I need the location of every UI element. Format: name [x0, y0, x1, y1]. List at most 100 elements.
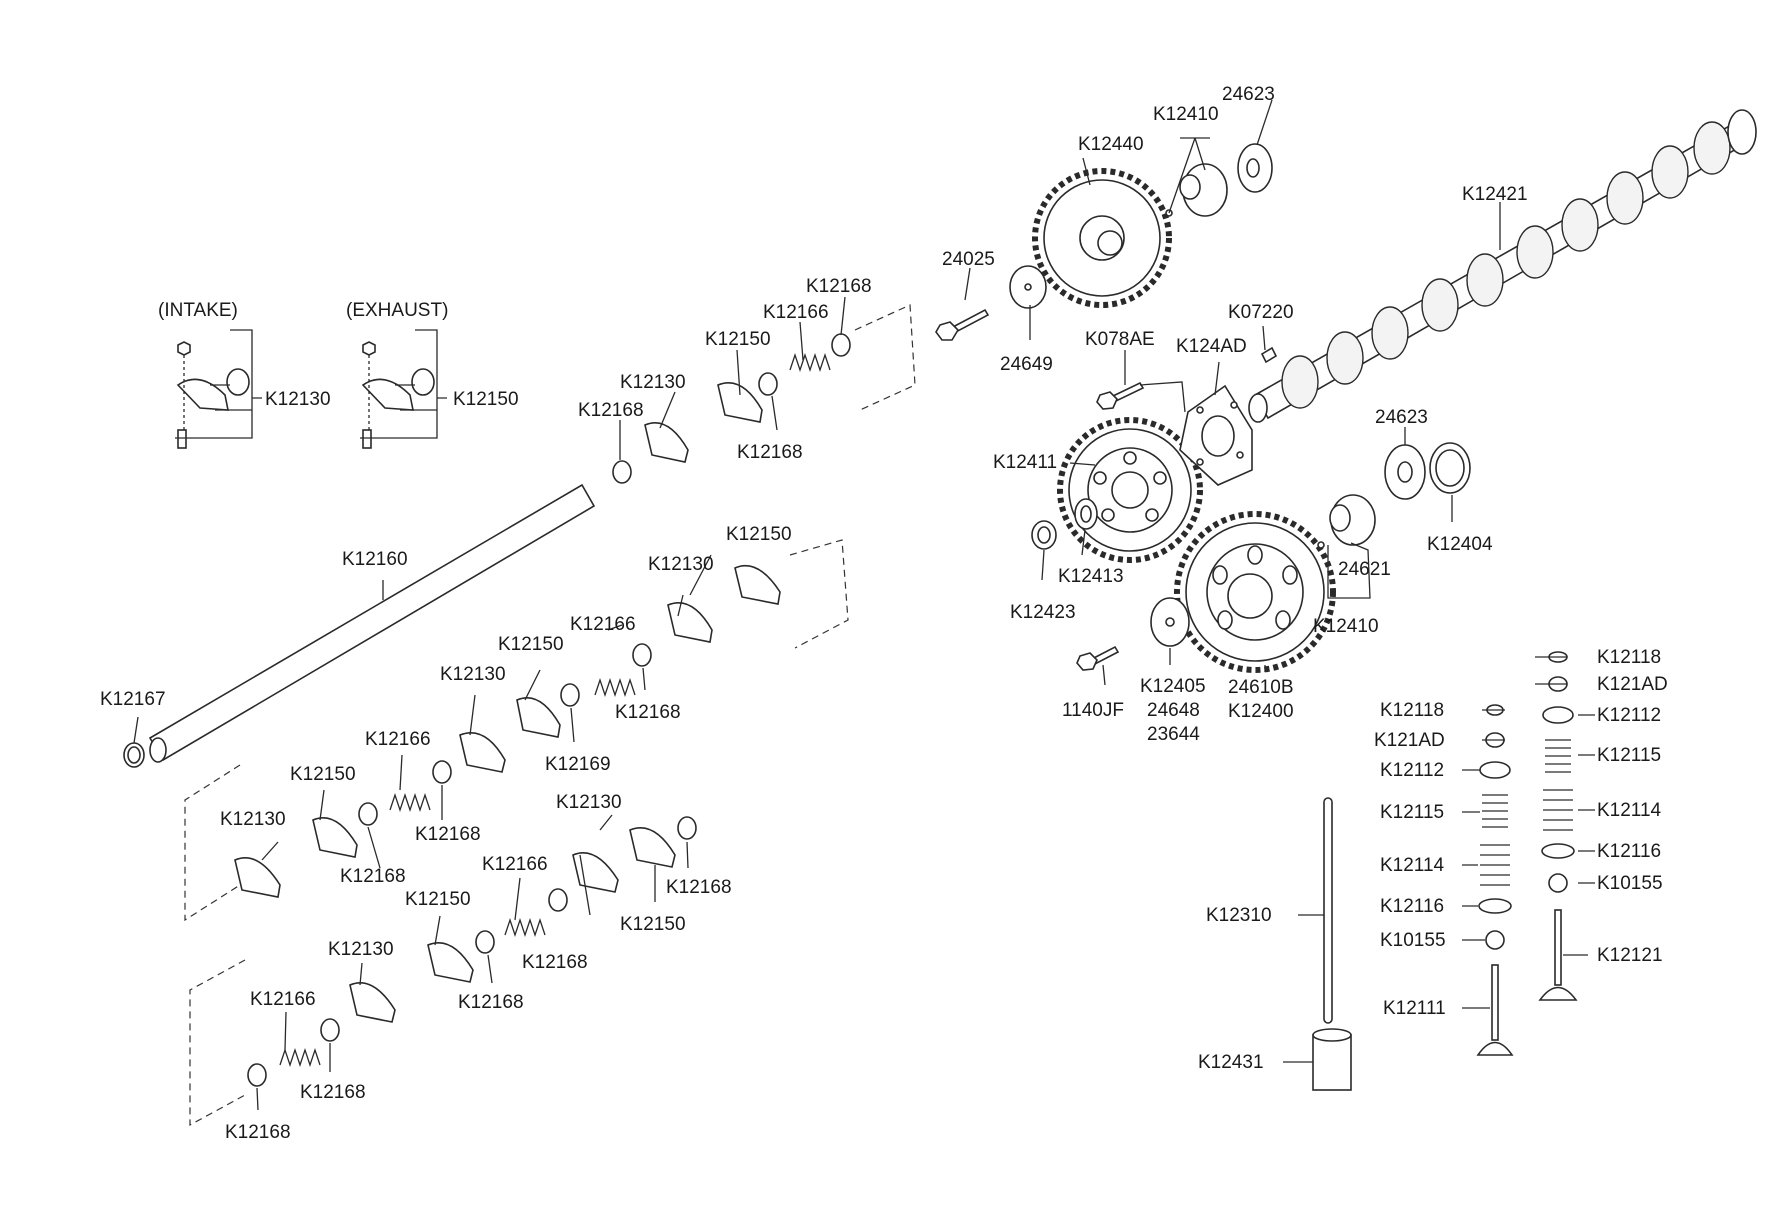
callout[interactable]: K12168 [806, 276, 872, 297]
callout[interactable]: K12121 [1597, 945, 1663, 966]
callout[interactable]: 24623 [1375, 407, 1428, 428]
callout[interactable]: K12111 [1383, 998, 1446, 1019]
push-rod-k12310[interactable] [1323, 797, 1333, 1024]
callout[interactable]: K12150 [498, 634, 564, 655]
callout[interactable]: K12114 [1597, 800, 1662, 821]
callout[interactable]: K12150 [620, 914, 686, 935]
spring[interactable] [594, 677, 636, 698]
ring[interactable] [247, 1063, 267, 1087]
spring[interactable] [389, 792, 431, 813]
callout[interactable]: K10155 [1597, 873, 1663, 894]
callout[interactable]: K12168 [300, 1082, 366, 1103]
thrust-plate-k124ad[interactable] [1179, 384, 1253, 486]
callout[interactable]: K10155 [1380, 930, 1446, 951]
callout[interactable]: K12150 [705, 329, 771, 350]
callout[interactable]: K12400 [1228, 701, 1294, 722]
hub-24621[interactable] [1317, 494, 1376, 549]
callout[interactable]: 23644 [1147, 724, 1200, 745]
ring[interactable] [560, 683, 580, 707]
callout[interactable]: K12166 [763, 302, 829, 323]
bolt-k078ae[interactable] [1096, 381, 1145, 410]
intake-rocker-detail[interactable] [176, 341, 250, 449]
washer-24623-lower[interactable] [1384, 444, 1426, 500]
ring[interactable] [548, 888, 568, 912]
callout[interactable]: K12130 [648, 554, 714, 575]
crank-gear-24610b[interactable] [1174, 511, 1336, 673]
callout[interactable]: K12440 [1078, 134, 1144, 155]
ring[interactable] [612, 460, 632, 484]
callout[interactable]: K12168 [415, 824, 481, 845]
rocker-arm[interactable] [734, 564, 781, 605]
rocker-arm[interactable] [717, 382, 763, 423]
rocker-arm[interactable] [349, 982, 396, 1023]
callout[interactable]: K12115 [1597, 745, 1661, 766]
washer-k12413[interactable] [1074, 498, 1098, 530]
callout[interactable]: K12166 [570, 614, 636, 635]
ring[interactable] [758, 372, 778, 396]
callout[interactable]: K12150 [290, 764, 356, 785]
callout[interactable]: K12112 [1380, 760, 1444, 781]
callout[interactable]: K12168 [666, 877, 732, 898]
callout[interactable]: K12405 [1140, 676, 1206, 697]
tappet-k12431[interactable] [1312, 1028, 1352, 1091]
callout[interactable]: K12169 [545, 754, 611, 775]
callout[interactable]: 24621 [1338, 559, 1391, 580]
callout[interactable]: K12168 [458, 992, 524, 1013]
callout[interactable]: K12130 [265, 389, 331, 410]
rocker-arm[interactable] [644, 422, 689, 463]
rocker-arm[interactable] [629, 827, 676, 868]
callout[interactable]: K121AD [1597, 674, 1668, 695]
spring[interactable] [279, 1047, 321, 1068]
callout[interactable]: 24610B [1228, 677, 1294, 698]
exhaust-rocker-detail[interactable] [361, 341, 435, 449]
callout[interactable]: 24649 [1000, 354, 1053, 375]
rocker-arm[interactable] [667, 602, 713, 643]
callout[interactable]: K12130 [328, 939, 394, 960]
rocker-arm[interactable] [572, 852, 619, 893]
callout[interactable]: K12168 [737, 442, 803, 463]
camshaft[interactable] [1248, 109, 1757, 423]
rocker-shaft-k12160[interactable] [148, 483, 596, 763]
callout[interactable]: K12150 [726, 524, 792, 545]
ring[interactable] [320, 1018, 340, 1042]
callout[interactable]: K12167 [100, 689, 166, 710]
callout[interactable]: K12116 [1380, 896, 1444, 917]
callout[interactable]: K12410 [1313, 616, 1379, 637]
bolt-24025[interactable] [935, 308, 990, 341]
callout[interactable]: K12130 [440, 664, 506, 685]
callout[interactable]: K12423 [1010, 602, 1076, 623]
callout[interactable]: 24648 [1147, 700, 1200, 721]
callout[interactable]: K12130 [556, 792, 622, 813]
callout[interactable]: K12166 [482, 854, 548, 875]
callout[interactable]: K12150 [453, 389, 519, 410]
callout[interactable]: K12116 [1597, 841, 1661, 862]
callout[interactable]: K12118 [1380, 700, 1444, 721]
callout[interactable]: K12168 [340, 866, 406, 887]
callout[interactable]: 24025 [942, 249, 995, 270]
callout[interactable]: K12166 [365, 729, 431, 750]
callout[interactable]: K12114 [1380, 855, 1445, 876]
plate-k12405[interactable] [1150, 597, 1190, 647]
valve-stack-right[interactable] [1538, 651, 1578, 1001]
ring-k12167[interactable] [123, 742, 145, 768]
callout[interactable]: K12431 [1198, 1052, 1264, 1073]
callout[interactable]: 1140JF [1062, 700, 1124, 721]
callout[interactable]: K12168 [522, 952, 588, 973]
rocker-arm[interactable] [459, 732, 506, 773]
ring[interactable] [475, 930, 495, 954]
callout[interactable]: K12130 [620, 372, 686, 393]
ring[interactable] [432, 760, 452, 784]
rocker-arm[interactable] [427, 942, 474, 983]
ring[interactable] [358, 802, 378, 826]
hub-k12410-upper[interactable] [1165, 163, 1228, 217]
callout[interactable]: K124AD [1176, 336, 1247, 357]
callout[interactable]: K12168 [578, 400, 644, 421]
callout[interactable]: K12168 [225, 1122, 291, 1143]
washer-24649[interactable] [1009, 265, 1047, 309]
spring[interactable] [789, 352, 831, 373]
callout[interactable]: K12166 [250, 989, 316, 1010]
callout[interactable]: K12112 [1597, 705, 1661, 726]
callout[interactable]: K12118 [1597, 647, 1661, 668]
washer-24623-upper[interactable] [1237, 143, 1273, 193]
ring[interactable] [632, 643, 652, 667]
